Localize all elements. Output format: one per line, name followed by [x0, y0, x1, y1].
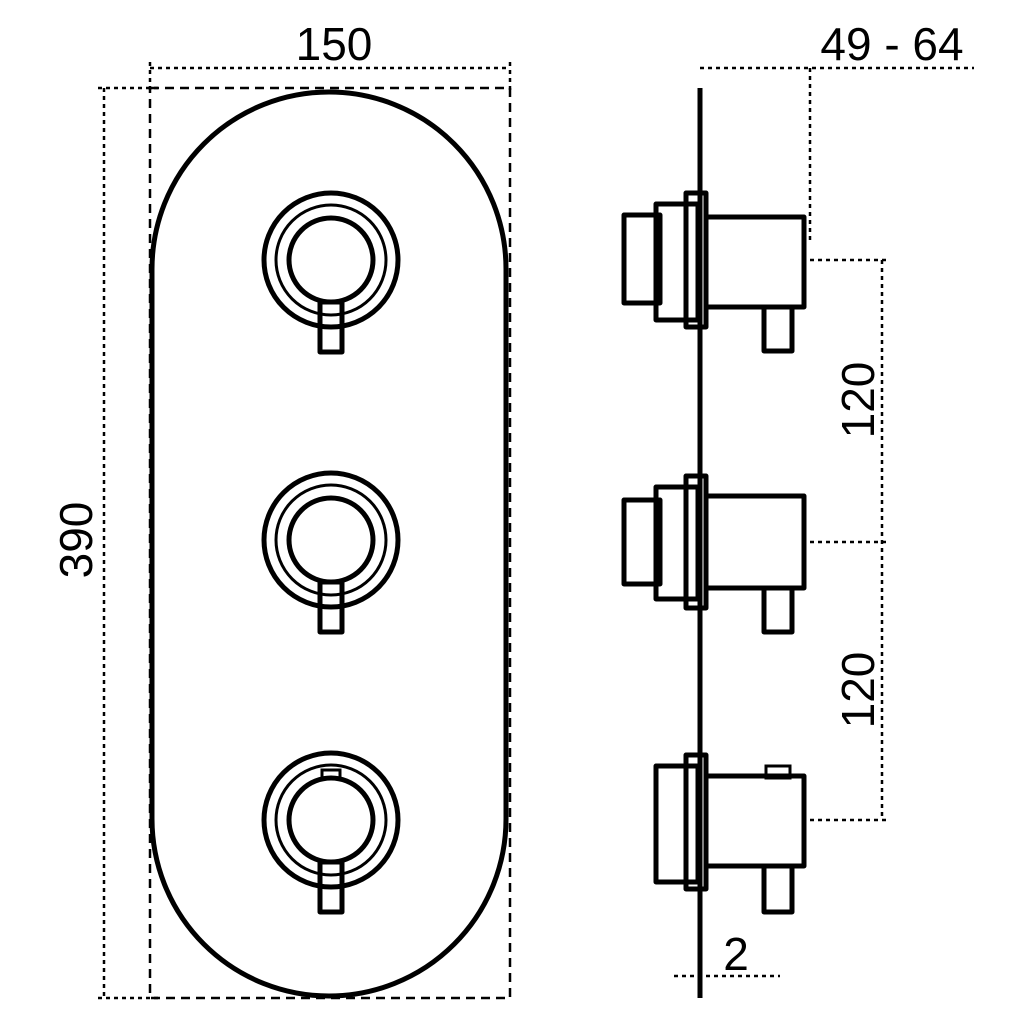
front-view: 150 390 [50, 18, 512, 1000]
plate-gap-dimension: 2 [674, 928, 780, 980]
depth-label: 49 - 64 [820, 18, 963, 70]
depth-dimension: 49 - 64 [700, 18, 974, 240]
width-dimension: 150 [148, 18, 512, 92]
spacing-dimension: 120 120 [810, 258, 888, 822]
side-valve-top [621, 190, 807, 354]
handle-top [261, 190, 401, 355]
handle-middle [261, 470, 401, 635]
plate-gap-label: 2 [723, 928, 749, 980]
side-view: 49 - 64 120 120 2 [621, 18, 974, 998]
height-dimension: 390 [50, 86, 160, 1000]
cover-plate [149, 89, 509, 999]
handle-bottom [261, 750, 401, 915]
side-valve-bottom [653, 752, 807, 915]
side-valve-middle [621, 473, 807, 635]
spacing-upper-label: 120 [832, 362, 884, 439]
height-label: 390 [50, 502, 102, 579]
width-label: 150 [296, 18, 373, 70]
spacing-lower-label: 120 [832, 652, 884, 729]
